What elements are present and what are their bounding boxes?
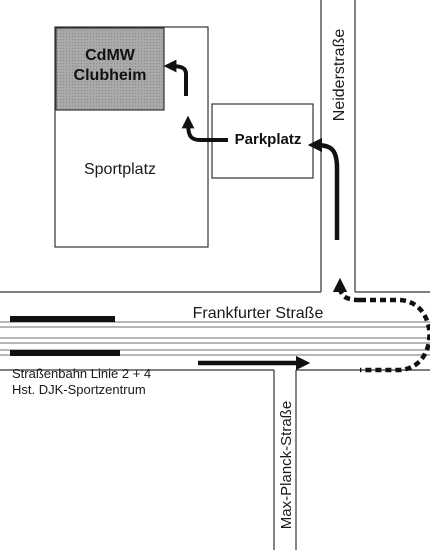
tram-platform-north — [10, 316, 115, 322]
route-arrow-to-parking — [307, 137, 340, 240]
clubhouse-label-line2: Clubheim — [74, 67, 147, 84]
niederstrasse-label: Neiderstraße — [331, 29, 348, 122]
route-uturn-dotted — [360, 297, 430, 373]
sports-field-label: Sportplatz — [84, 161, 156, 178]
route-arrows — [163, 59, 430, 373]
tram-line-label: Straßenbahn Linie 2 + 4 — [12, 366, 151, 381]
max-planck-road — [273, 370, 297, 550]
max-planck-strasse-label: Max-Planck-Straße — [278, 401, 295, 529]
frankfurter-strasse-label: Frankfurter Straße — [193, 305, 324, 322]
clubhouse-building — [55, 27, 165, 111]
route-arrow-from-parking — [181, 115, 228, 142]
route-turn-into-niederstrasse — [332, 277, 361, 303]
route-arrow-to-clubhouse — [163, 59, 188, 96]
parking-area — [211, 103, 314, 179]
tram-stop-label: Hst. DJK-Sportzentrum — [12, 382, 146, 397]
tram-platform-south — [10, 350, 120, 356]
clubhouse-label-line1: CdMW — [85, 47, 136, 64]
parking-label: Parkplatz — [235, 131, 302, 148]
